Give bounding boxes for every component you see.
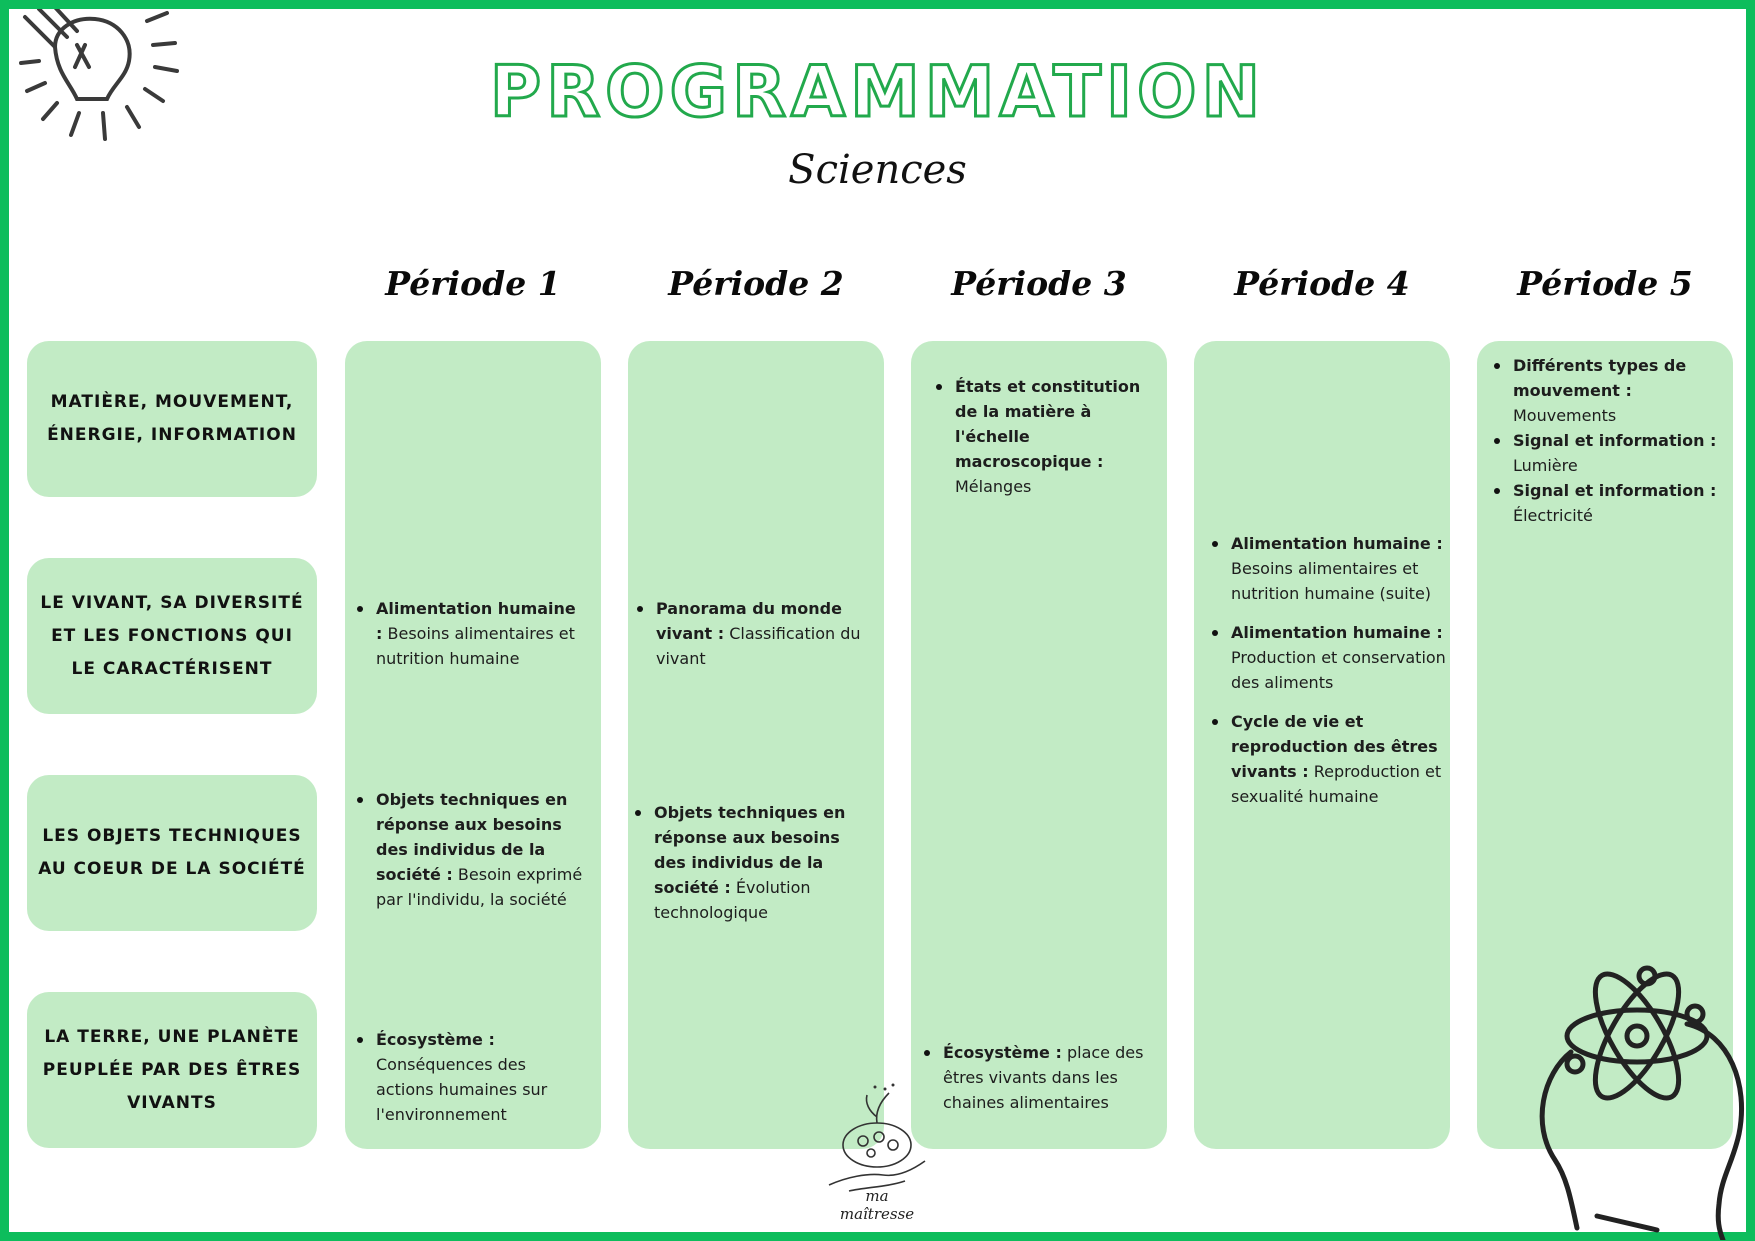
period-3-column [911, 341, 1167, 1149]
p3-matiere-cell: États et constitution de la matière à l'… [933, 374, 1159, 499]
page-title: PROGRAMMATION [488, 50, 1266, 135]
list-item: Alimentation humaine : Besoins alimentai… [354, 596, 584, 671]
period-2-header: Période 2 [668, 264, 844, 303]
list-item: Cycle de vie et reproduction des êtres v… [1209, 709, 1453, 809]
list-item: Alimentation humaine : Besoins alimentai… [1209, 531, 1453, 606]
list-item: Alimentation humaine : Production et con… [1209, 620, 1453, 695]
list-item: États et constitution de la matière à l'… [933, 374, 1159, 499]
lightbulb-icon [19, 9, 179, 141]
period-4-column [1194, 341, 1450, 1149]
p1-objets-cell: Objets techniques en réponse aux besoins… [354, 787, 596, 912]
plant-hand-logo [828, 1083, 926, 1192]
page-subtitle: Sciences [788, 147, 967, 193]
theme-matiere: MATIÈRE, MOUVEMENT, ÉNERGIE, INFORMATION [27, 341, 317, 497]
period-1-column [345, 341, 601, 1149]
list-item: Écosystème : Conséquences des actions hu… [354, 1027, 574, 1127]
p1-terre-cell: Écosystème : Conséquences des actions hu… [354, 1027, 574, 1127]
p5-matiere-cell: Différents types de mouvement : Mouvemen… [1491, 353, 1721, 528]
p4-vivant-cell: Alimentation humaine : Besoins alimentai… [1209, 531, 1453, 809]
list-item: Panorama du monde vivant : Classificatio… [634, 596, 874, 671]
theme-terre: LA TERRE, UNE PLANÈTE PEUPLÉE PAR DES ÊT… [27, 992, 317, 1148]
list-item: Différents types de mouvement : Mouvemen… [1491, 353, 1721, 428]
list-item: Objets techniques en réponse aux besoins… [632, 800, 876, 925]
p2-vivant-cell: Panorama du monde vivant : Classificatio… [634, 596, 874, 671]
period-3-header: Période 3 [951, 264, 1127, 303]
list-item: Signal et information : Électricité [1491, 478, 1721, 528]
period-5-header: Période 5 [1517, 264, 1693, 303]
period-1-header: Période 1 [385, 264, 561, 303]
atom-head-icon [1539, 965, 1745, 1240]
list-item: Signal et information : Lumière [1491, 428, 1721, 478]
theme-vivant: LE VIVANT, SA DIVERSITÉ ET LES FONCTIONS… [27, 558, 317, 714]
period-2-column [628, 341, 884, 1149]
period-4-header: Période 4 [1234, 264, 1410, 303]
theme-objets: LES OBJETS TECHNIQUES AU COEUR DE LA SOC… [27, 775, 317, 931]
brand-logo: ma maîtresse [827, 1081, 927, 1231]
p1-vivant-cell: Alimentation humaine : Besoins alimentai… [354, 596, 584, 671]
list-item: Écosystème : place des êtres vivants dan… [921, 1040, 1149, 1115]
logo-text: ma maîtresse [839, 1187, 915, 1223]
p3-terre-cell: Écosystème : place des êtres vivants dan… [921, 1040, 1149, 1115]
list-item: Objets techniques en réponse aux besoins… [354, 787, 596, 912]
p2-objets-cell: Objets techniques en réponse aux besoins… [632, 800, 876, 925]
